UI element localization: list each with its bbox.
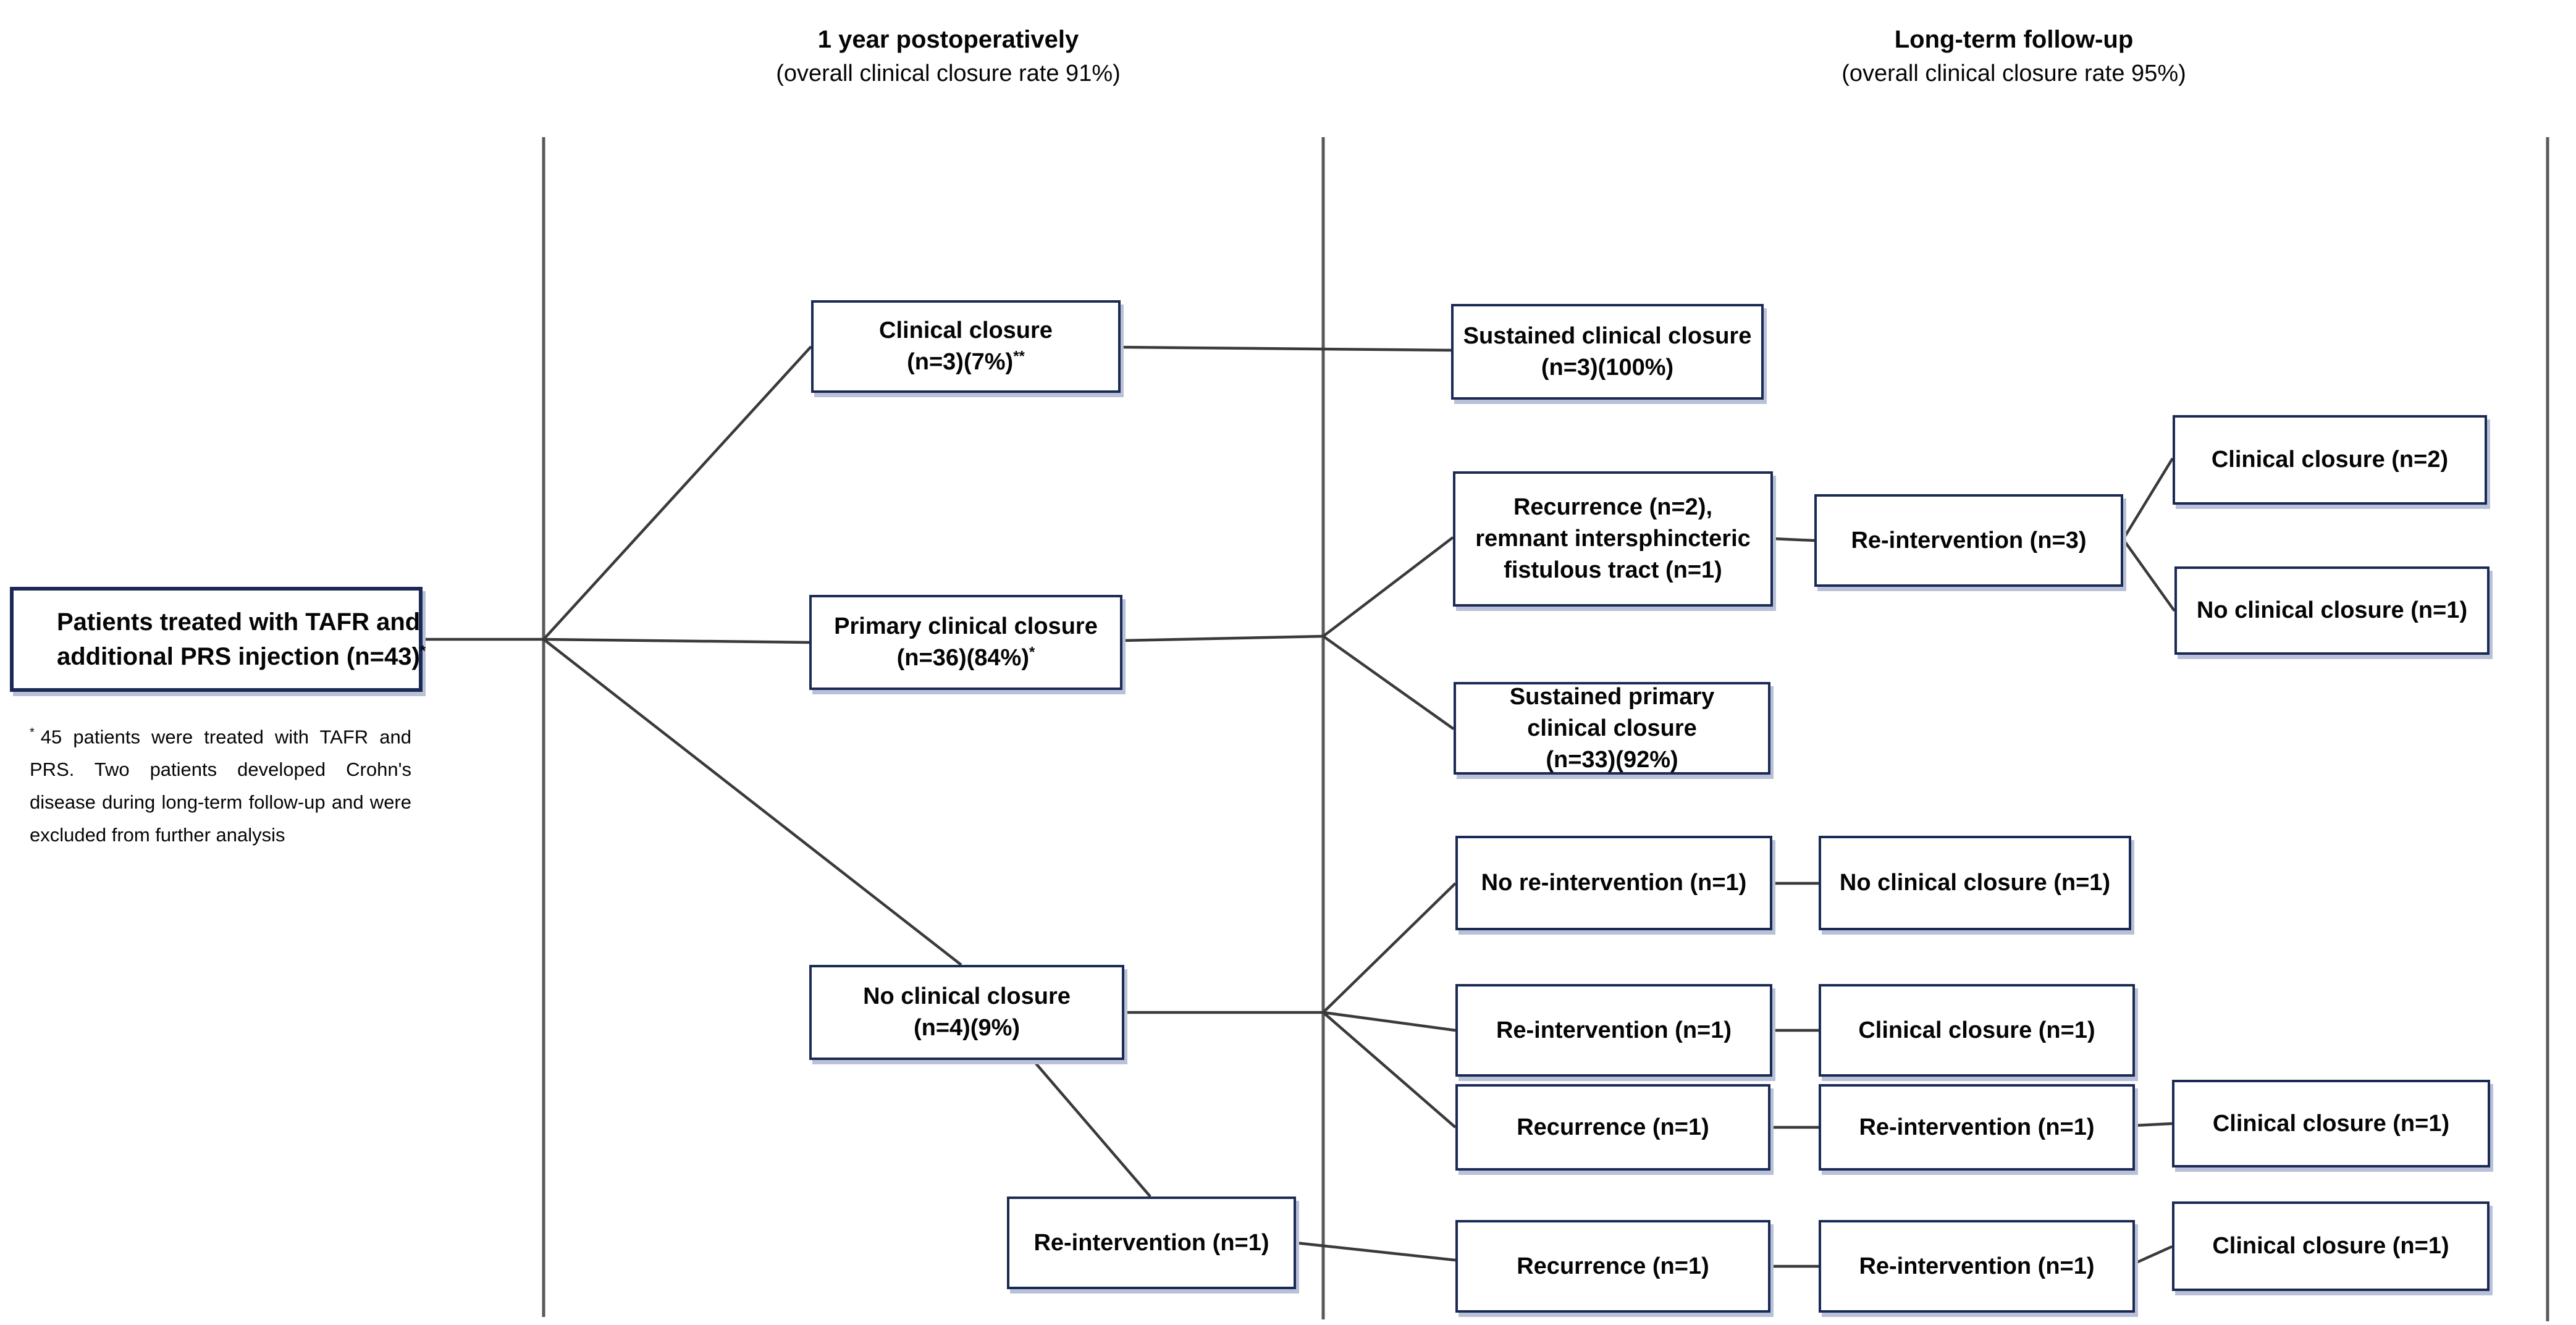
edge-reint-cc-row4 xyxy=(2134,1245,2173,1265)
box-label: Sustained clinical closure xyxy=(1463,322,1752,349)
box-label: (n=3)(7%)** xyxy=(907,348,1025,375)
edge-fan3-no-reint xyxy=(1322,882,1457,1014)
box-label: Recurrence (n=1) xyxy=(1517,1114,1709,1140)
footnote: *45 patients were treated with TAFR and … xyxy=(30,717,411,851)
box-label: fistulous tract (n=1) xyxy=(1504,557,1722,583)
box-patients-treated: Patients treated with TAFR and additiona… xyxy=(10,587,426,692)
superscript-asterisk: * xyxy=(419,642,426,660)
box-recurrence-row4: Recurrence (n=1) xyxy=(1455,1220,1770,1313)
box-label: remnant intersphincteric xyxy=(1475,526,1751,552)
box-recurrence-row3: Recurrence (n=1) xyxy=(1455,1084,1770,1171)
box-reintervention-n3: Re-intervention (n=3) xyxy=(1814,494,2123,587)
header-subtitle: (overall clinical closure rate 95%) xyxy=(1842,61,2186,86)
header-subtitle: (overall clinical closure rate 91%) xyxy=(776,61,1121,86)
edge-no-closure-reintervention xyxy=(1032,1059,1151,1198)
edge-recurrence-reint3 xyxy=(1772,537,1815,542)
edge-fan2-sustained-primary xyxy=(1322,635,1455,730)
edge-fan2-recurrence xyxy=(1322,536,1454,637)
box-label: Sustained primary xyxy=(1509,683,1715,710)
box-recurrence-remnant: Recurrence (n=2), remnant intersphincter… xyxy=(1453,471,1773,607)
box-label: No clinical closure (n=1) xyxy=(2196,597,2468,623)
box-label: Clinical closure (n=1) xyxy=(2212,1110,2450,1137)
box-label: (n=3)(100%) xyxy=(1541,354,1674,381)
box-reintervention-row4: Re-intervention (n=1) xyxy=(1819,1220,2135,1313)
box-primary-clinical-closure: Primary clinical closure (n=36)(84%)* xyxy=(809,595,1122,690)
box-sustained-clinical-closure: Sustained clinical closure (n=3)(100%) xyxy=(1451,304,1764,400)
box-label: (n=4)(9%) xyxy=(913,1015,1021,1041)
box-label: Clinical closure xyxy=(879,318,1053,343)
box-no-clinical-closure-1yr: No clinical closure (n=4)(9%) xyxy=(809,965,1124,1060)
box-clinical-closure-1yr: Clinical closure (n=3)(7%)** xyxy=(811,300,1121,393)
edge-primary-fan2 xyxy=(1122,634,1324,642)
box-sustained-primary: Sustained primary clinical closure (n=33… xyxy=(1454,682,1770,775)
edge-fan-no-closure xyxy=(542,638,962,966)
edge-reint1yr-recurrence-row4 xyxy=(1295,1241,1456,1262)
edge-reint3-cc2 xyxy=(2122,457,2174,541)
box-label: additional PRS injection (n=43)* xyxy=(57,642,426,670)
box-label: Clinical closure (n=1) xyxy=(1858,1017,2095,1043)
edge-reint-cc-row3 xyxy=(2134,1122,2173,1127)
edge-fan-primary xyxy=(543,637,810,644)
box-label: Re-intervention (n=1) xyxy=(1496,1017,1732,1043)
box-reintervention-1yr: Re-intervention (n=1) xyxy=(1007,1197,1296,1289)
box-label: (n=33)(92%) xyxy=(1546,746,1678,773)
box-no-clinical-closure-row1: No clinical closure (n=1) xyxy=(1819,836,2131,930)
header-title: Long-term follow-up xyxy=(1894,26,2134,53)
box-clinical-closure-row3: Clinical closure (n=1) xyxy=(2172,1080,2490,1167)
superscript-asterisk: * xyxy=(1029,644,1035,661)
box-reintervention-row3: Re-intervention (n=1) xyxy=(1819,1084,2135,1171)
header-title: 1 year postoperatively xyxy=(817,26,1079,53)
box-label: Re-intervention (n=1) xyxy=(1859,1253,2095,1279)
box-no-clinical-closure-n1: No clinical closure (n=1) xyxy=(2174,566,2490,655)
box-label: Re-intervention (n=1) xyxy=(1859,1114,2095,1140)
footnote-marker: * xyxy=(30,726,35,739)
edge-fan-clinical-closure xyxy=(542,345,812,641)
box-label: Primary clinical closure xyxy=(834,613,1098,639)
box-label: Clinical closure (n=1) xyxy=(2212,1233,2449,1259)
edge-cc-sustained xyxy=(1120,345,1452,352)
box-label: Re-intervention (n=1) xyxy=(1033,1229,1269,1256)
box-reintervention-row2: Re-intervention (n=1) xyxy=(1455,984,1772,1077)
box-label: Clinical closure (n=2) xyxy=(2211,447,2449,473)
column-header-1-year: 1 year postoperatively (overall clinical… xyxy=(608,22,1288,90)
box-no-reintervention: No re-intervention (n=1) xyxy=(1455,836,1772,930)
box-clinical-closure-row4: Clinical closure (n=1) xyxy=(2172,1201,2490,1291)
box-label: (n=36)(84%)* xyxy=(896,644,1035,671)
footnote-text: 45 patients were treated with TAFR and P… xyxy=(30,726,411,846)
box-label: Re-intervention (n=3) xyxy=(1851,527,2087,553)
box-label: Recurrence (n=2), xyxy=(1513,494,1713,520)
superscript-asterisk: ** xyxy=(1013,348,1025,365)
box-label: No clinical closure (n=1) xyxy=(1839,870,2111,896)
edge-reint3-ncc1 xyxy=(2122,538,2176,612)
edge-fan3-recurrence-row3 xyxy=(1322,1011,1457,1129)
box-label: clinical closure xyxy=(1527,715,1697,741)
box-clinical-closure-n2: Clinical closure (n=2) xyxy=(2173,415,2487,505)
box-label: No re-intervention (n=1) xyxy=(1481,870,1747,896)
box-label: Recurrence (n=1) xyxy=(1517,1253,1709,1279)
box-label: Patients treated with TAFR and xyxy=(57,608,421,636)
box-clinical-closure-row2: Clinical closure (n=1) xyxy=(1819,984,2135,1077)
edge-fan3-reint-row2 xyxy=(1323,1011,1456,1032)
box-label: No clinical closure xyxy=(863,983,1071,1009)
column-header-long-term: Long-term follow-up (overall clinical cl… xyxy=(1674,22,2354,90)
